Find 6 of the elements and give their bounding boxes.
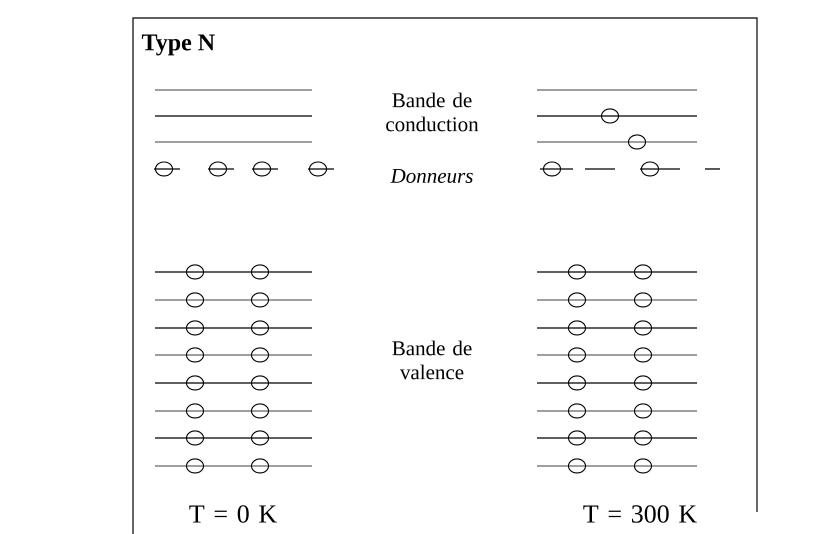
- band-label: Bande de valence: [392, 340, 472, 380]
- temperature-label: T = 0 K: [189, 505, 277, 523]
- temperature-label: T = 300 K: [583, 505, 697, 523]
- title: Type N: [142, 34, 215, 56]
- level-label: Donneurs: [390, 168, 473, 183]
- band-label: Bande de conduction: [386, 92, 478, 132]
